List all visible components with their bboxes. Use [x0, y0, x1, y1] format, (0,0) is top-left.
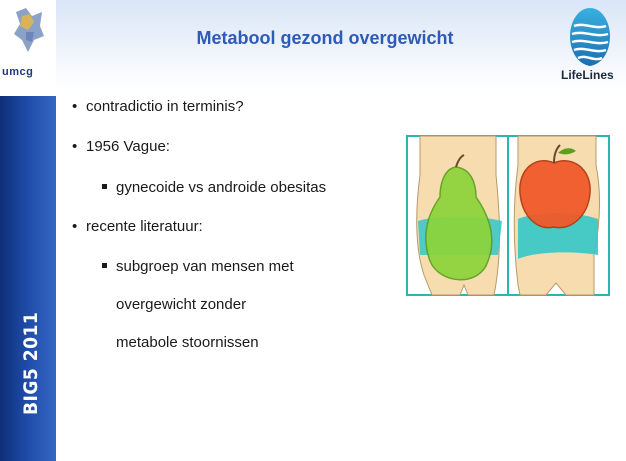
sub-bullet-text: gynecoide vs androide obesitas [116, 179, 327, 196]
slide-title: Metabool gezond overgewicht [196, 28, 454, 48]
umcg-emblem-icon [14, 8, 44, 52]
bullet-text: 1956 Vague: [86, 138, 170, 155]
bullet-text: recente literatuur: [86, 218, 203, 235]
sub-bullet-item: gynecoide vs androide obesitas [102, 179, 327, 196]
square-bullet-icon [102, 184, 107, 189]
sub-bullet-continuation: overgewicht zonder [116, 296, 247, 313]
top-band [0, 0, 626, 90]
square-bullet-icon [102, 263, 107, 268]
lifelines-logo-text: LifeLines [561, 68, 614, 82]
sub-bullet-continuation: metabole stoornissen [116, 334, 259, 351]
bullet-dot-icon: • [72, 218, 78, 235]
umcg-logo-area: umcg [0, 0, 56, 96]
bullet-dot-icon: • [72, 138, 78, 155]
pear-body-figure [416, 135, 502, 296]
bullet-item: • 1956 Vague: [72, 138, 170, 155]
lifelines-logo-icon [570, 8, 610, 66]
umcg-logo-text: umcg [2, 66, 34, 78]
big5-vertical-label: BIG5 2011 [20, 311, 42, 415]
sub-bullet-text: subgroep van mensen met [116, 258, 294, 275]
pear-apple-illustration [406, 135, 610, 296]
bullet-dot-icon: • [72, 98, 78, 115]
sub-bullet-item: subgroep van mensen met [102, 258, 294, 275]
bullet-text: contradictio in terminis? [86, 98, 244, 115]
bullet-item: • contradictio in terminis? [72, 98, 244, 115]
bullet-item: • recente literatuur: [72, 218, 203, 235]
apple-body-figure [513, 135, 601, 296]
